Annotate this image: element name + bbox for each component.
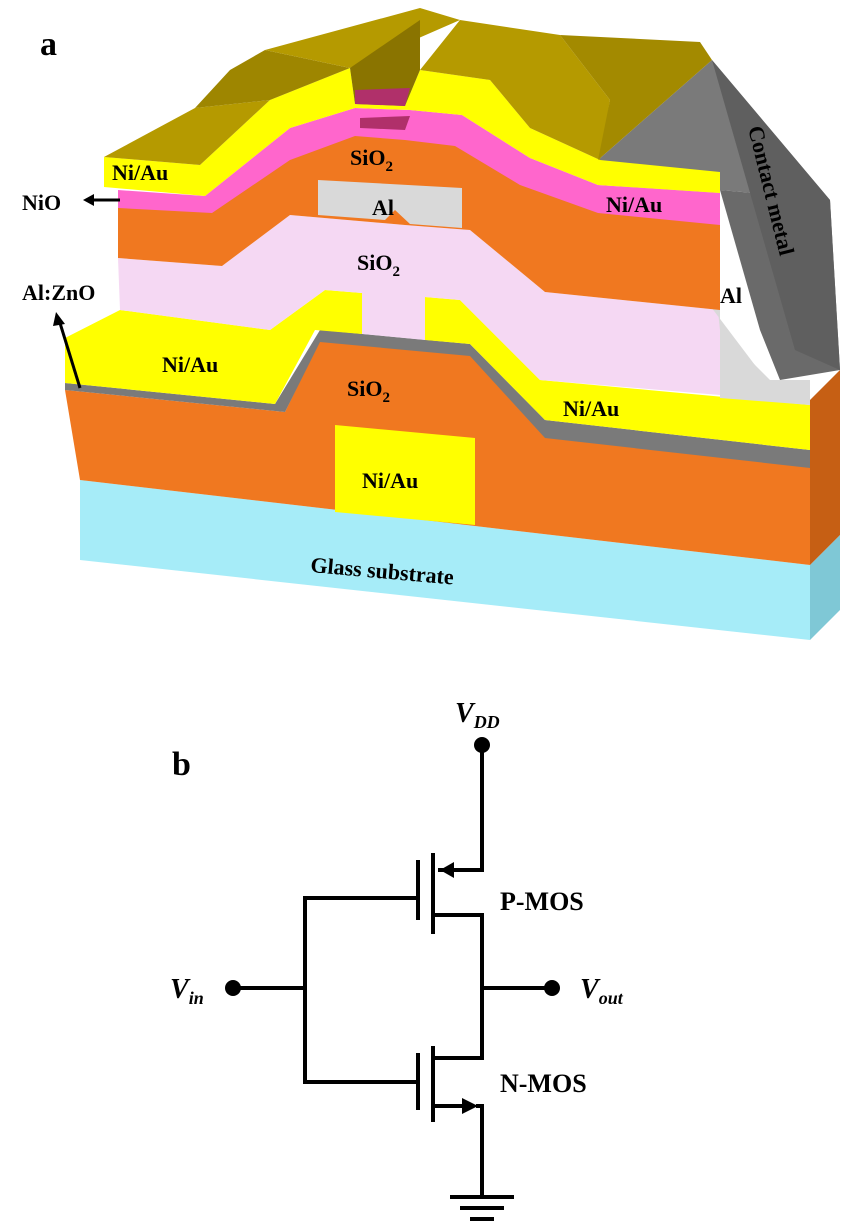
gold-top-right-far [560, 35, 712, 160]
svg-text:Vout: Vout [580, 974, 624, 1008]
inverter-schematic [225, 737, 560, 1221]
label-sio2-middle: SiO2 [357, 250, 400, 280]
svg-text:VDD: VDD [455, 698, 500, 732]
label-ni-au-bottom-gate: Ni/Au [362, 468, 418, 493]
nio-layer [118, 108, 720, 225]
nio-arrowhead [83, 194, 94, 206]
svg-text:Vin: Vin [170, 974, 204, 1008]
svg-text:SiO2: SiO2 [350, 145, 393, 175]
panel-a-label: a [40, 26, 57, 63]
middle-sio2-layer [118, 215, 720, 395]
label-al-top-gate: Al [372, 195, 394, 220]
gold-top-right [420, 20, 610, 160]
callout-nio: NiO [22, 190, 61, 215]
nmos-arrowhead [462, 1098, 478, 1114]
ni-au-mid-right-layer [425, 297, 810, 450]
cavity [355, 88, 410, 106]
gold-top-ridge [265, 8, 460, 68]
label-sio2-bottom: SiO2 [347, 376, 390, 406]
al-side-strip-main [705, 188, 810, 405]
top-gate-al [318, 180, 462, 228]
label-vin: Vin [170, 974, 204, 1008]
al-zno-arrowhead [53, 312, 65, 326]
label-ni-au-top-left: Ni/Au [112, 160, 168, 185]
label-pmos: P-MOS [500, 887, 584, 916]
cavity-inner [360, 116, 410, 130]
label-al-side: Al [720, 283, 742, 308]
vin-terminal [225, 980, 241, 996]
al-zno-layer [65, 330, 810, 468]
al-zno-arrow-line [58, 322, 82, 389]
gold-top-left-ridge [195, 50, 350, 108]
gold-groove-wall [350, 20, 420, 106]
label-ni-au-top-right: Ni/Au [606, 192, 662, 217]
ni-au-top-layer [104, 68, 720, 196]
label-vout: Vout [580, 974, 624, 1008]
ni-au-mid-left-layer [65, 290, 362, 404]
gold-top-left [104, 100, 270, 165]
glass-substrate-front [80, 480, 810, 640]
label-ni-au-mid-left: Ni/Au [162, 352, 218, 377]
label-vdd: VDD [455, 698, 500, 732]
label-nmos: N-MOS [500, 1069, 587, 1098]
device-cross-section [65, 8, 840, 640]
vout-terminal [544, 980, 560, 996]
bottom-sio2-side [810, 370, 840, 565]
svg-text:SiO2: SiO2 [357, 250, 400, 280]
label-sio2-top: SiO2 [350, 145, 393, 175]
glass-substrate-side [810, 535, 840, 640]
bottom-gate-block [335, 425, 475, 525]
pmos-arrowhead [440, 862, 454, 878]
contact-metal-face [712, 60, 840, 370]
label-ni-au-mid-right: Ni/Au [563, 396, 619, 421]
svg-text:SiO2: SiO2 [347, 376, 390, 406]
callout-al-zno: Al:ZnO [22, 280, 95, 305]
panel-b-label: b [172, 746, 191, 783]
